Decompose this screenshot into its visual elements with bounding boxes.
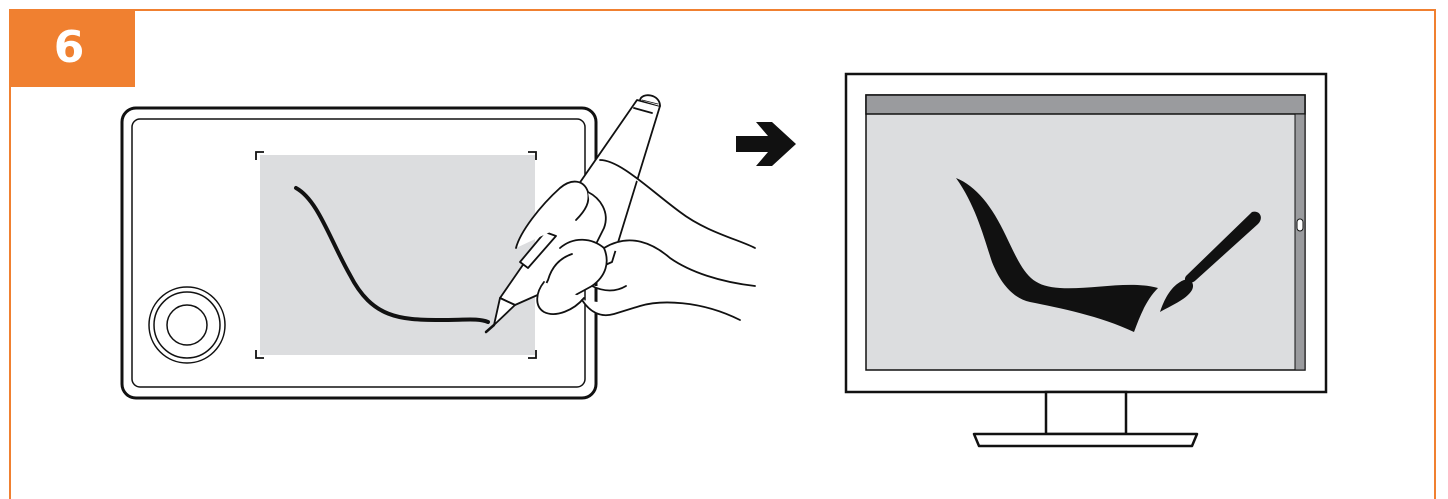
monitor-icon <box>846 74 1326 446</box>
tablet-icon <box>122 108 596 398</box>
illustration <box>0 0 1448 486</box>
arrow-right-icon <box>736 122 796 166</box>
